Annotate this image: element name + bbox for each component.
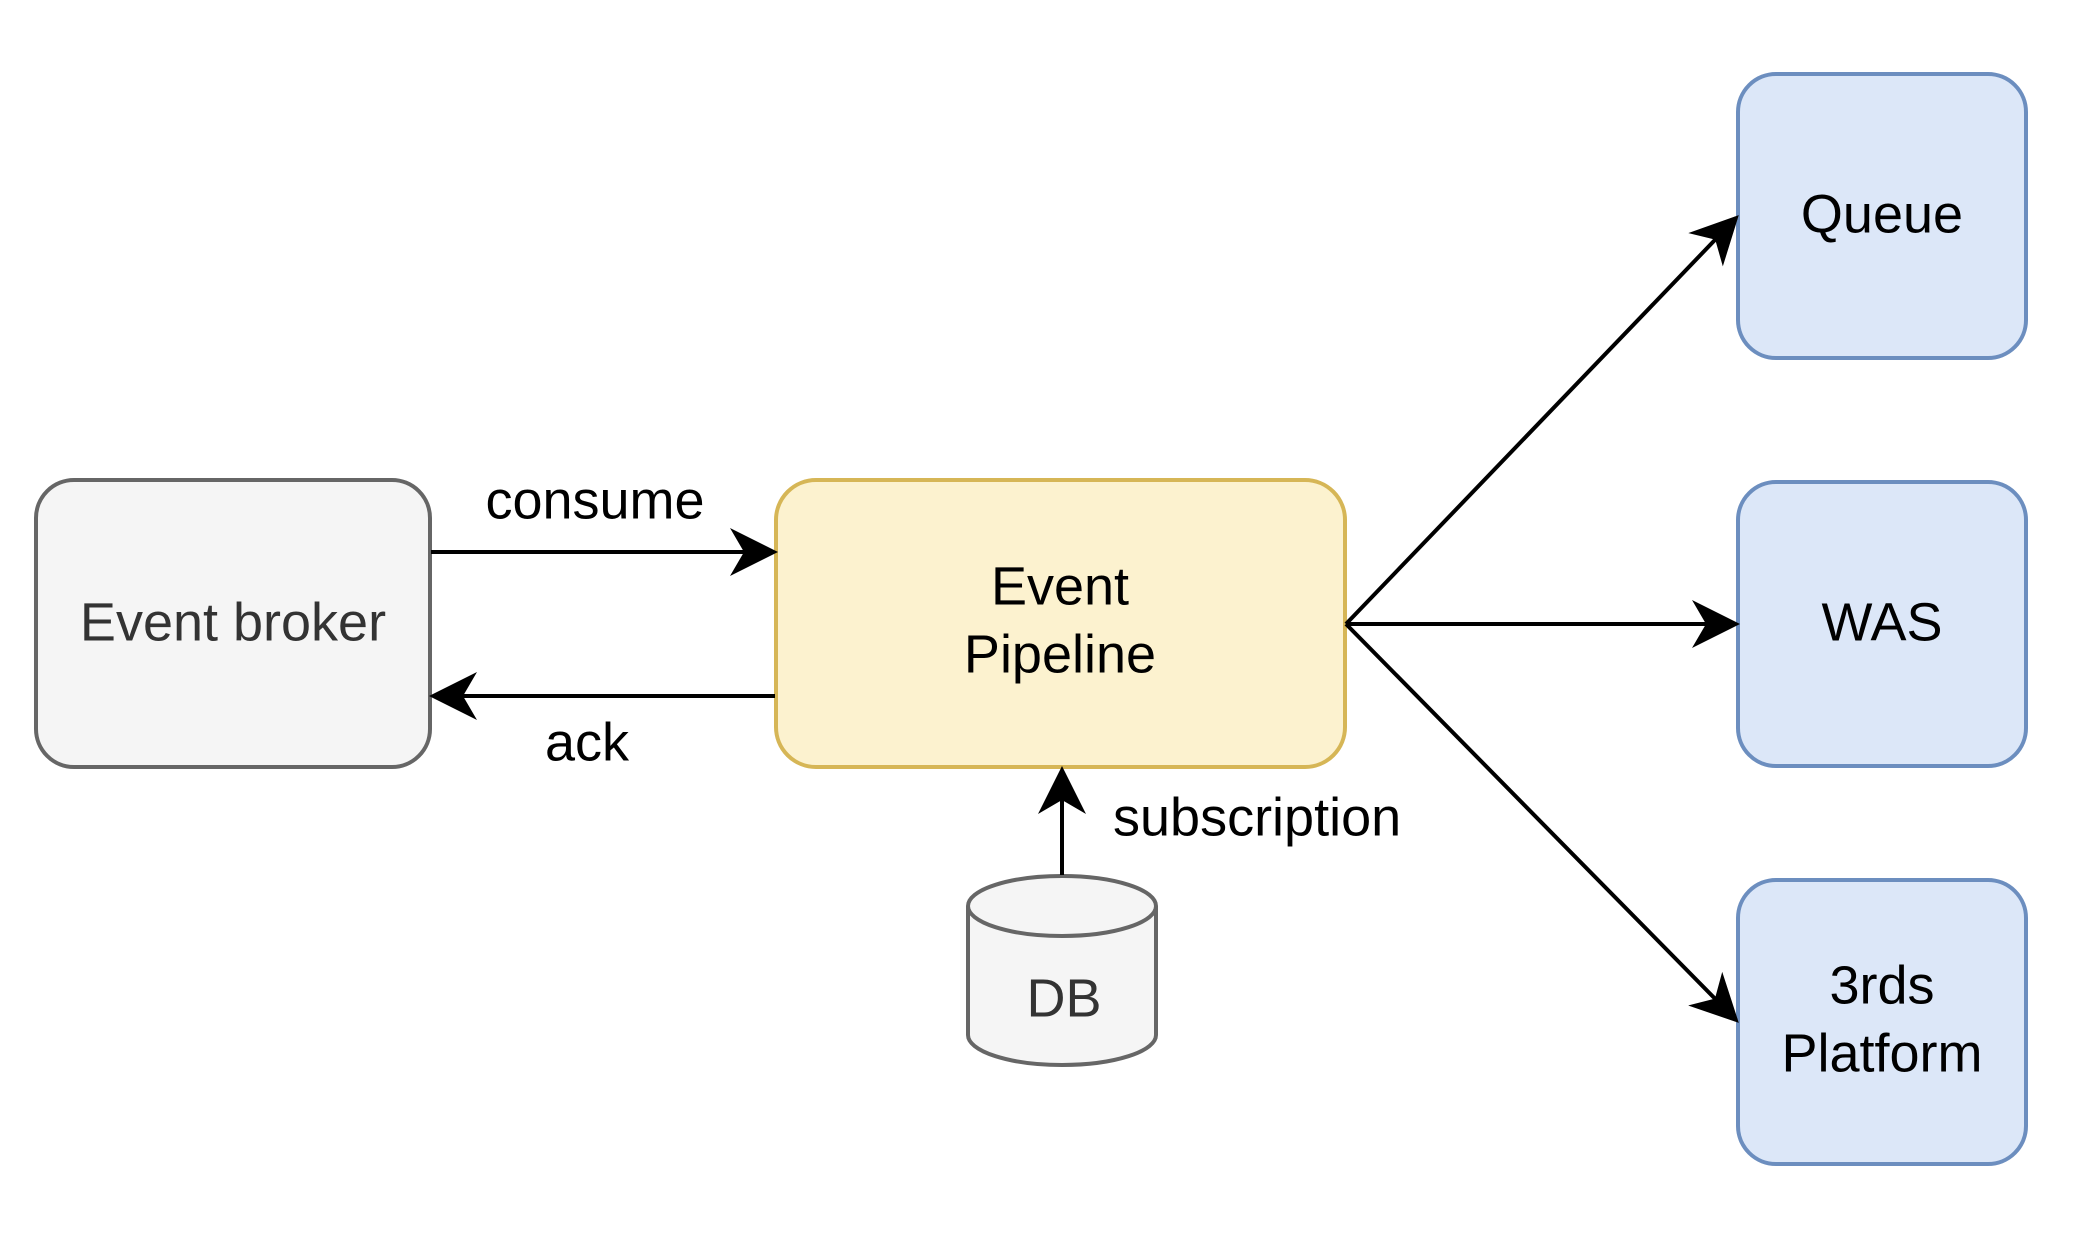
db-cylinder-body <box>966 906 1158 1067</box>
queue-label: Queue <box>1801 184 1963 244</box>
event-broker-box <box>34 478 432 769</box>
db-label: DB <box>1026 968 1101 1028</box>
third-party-platform-node: 3rds Platform <box>1736 878 2028 1166</box>
third-party-platform-label-line1: 3rds <box>1829 955 1934 1015</box>
ack-edge-label: ack <box>545 712 630 772</box>
queue-node: Queue <box>1736 72 2028 360</box>
consume-edge-label: consume <box>485 470 704 530</box>
event-pipeline-label-line2: Pipeline <box>964 624 1156 684</box>
third-party-platform-box <box>1736 878 2028 1166</box>
was-node: WAS <box>1736 480 2028 768</box>
was-label: WAS <box>1822 592 1943 652</box>
event-broker-label: Event broker <box>80 592 386 652</box>
pipeline-to-platform-arrow <box>1344 622 1739 1023</box>
db-node: DB <box>966 874 1158 1067</box>
event-broker-node: Event broker <box>34 478 432 769</box>
db-cylinder-top <box>966 874 1158 938</box>
subscription-edge-label: subscription <box>1113 787 1401 847</box>
event-pipeline-node: Event Pipeline <box>774 478 1347 769</box>
event-pipeline-label-line1: Event <box>991 556 1129 616</box>
pipeline-to-queue-arrow <box>1344 215 1739 626</box>
third-party-platform-label-line2: Platform <box>1781 1023 1982 1083</box>
